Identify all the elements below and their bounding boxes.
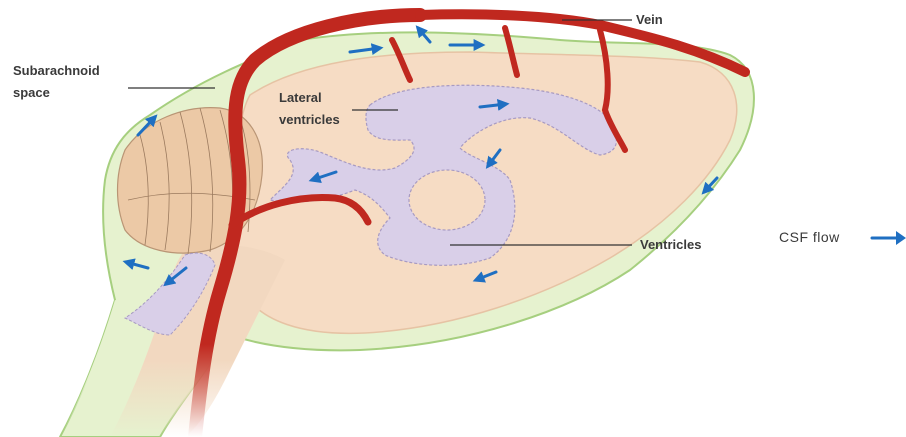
subarachnoid-label-line1: Subarachnoid	[13, 60, 100, 82]
subarachnoid-label-line2: space	[13, 82, 100, 104]
csf-flow-legend-arrow-icon	[872, 231, 906, 245]
vein-label: Vein	[636, 9, 663, 31]
ventricles-label: Ventricles	[640, 234, 701, 256]
thalamus-island	[409, 170, 485, 230]
lateral-ventricles-label: Lateral ventricles	[279, 87, 340, 131]
lateral-label-line2: ventricles	[279, 109, 340, 131]
lateral-label-line1: Lateral	[279, 87, 340, 109]
csf-flow-legend-label: CSF flow	[779, 229, 840, 245]
subarachnoid-space-label: Subarachnoid space	[13, 60, 100, 104]
